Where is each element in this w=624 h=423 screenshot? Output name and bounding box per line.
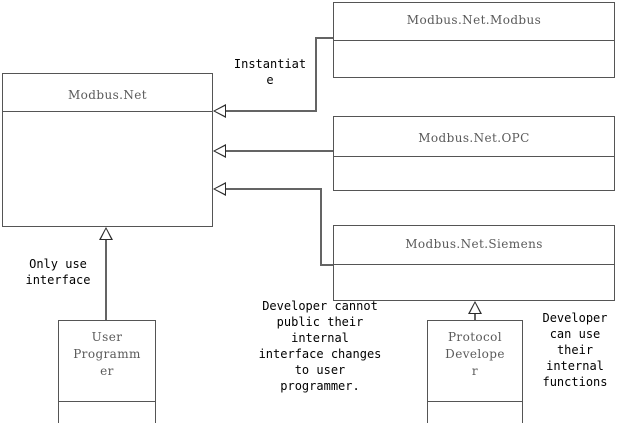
connector-modbus-segment-vert [315,37,317,112]
class-box-modbus-net-modbus-divider [334,40,614,41]
class-box-modbus-net[interactable]: Modbus.Net [2,73,213,227]
connector-modbus-segment-top [315,37,335,39]
class-box-modbus-net-siemens-label: Modbus.Net.Siemens [405,237,543,251]
arrowhead-siemens-realization [213,182,226,196]
arrowhead-modbus-realization [213,104,226,118]
class-box-modbus-net-siemens-divider [334,264,614,265]
arrowhead-protocoldeveloper-usage [468,301,482,314]
actor-box-user-programmer-label: User Programm er [73,330,141,378]
actor-box-user-programmer-divider [59,401,155,402]
note-only-use-interface: Only use interface [25,257,91,287]
actor-box-protocol-developer-label: Protocol Develope r [445,330,505,378]
class-box-modbus-net-opc[interactable]: Modbus.Net.OPC [333,116,615,191]
note-developer-can-use-internal: Developer can use their internal functio… [542,311,608,389]
actor-box-protocol-developer[interactable]: Protocol Develope r [427,320,523,423]
connector-siemens-segment-bottom [320,264,335,266]
note-developer-cannot-public: Developer cannot public their internal i… [258,299,382,393]
note-instantiate: Instantiat e [233,57,307,87]
connector-siemens-segment-top [226,188,322,190]
arrowhead-userprogrammer-usage [99,227,113,240]
actor-box-user-programmer[interactable]: User Programm er [58,320,156,423]
actor-box-protocol-developer-divider [428,401,522,402]
class-box-modbus-net-opc-label: Modbus.Net.OPC [418,131,530,145]
class-box-modbus-net-modbus[interactable]: Modbus.Net.Modbus [333,2,615,78]
connector-siemens-segment-vert [320,188,322,266]
class-box-modbus-net-label: Modbus.Net [68,88,147,102]
class-box-modbus-net-divider [3,111,212,112]
class-box-modbus-net-opc-divider [334,156,614,157]
arrowhead-opc-realization [213,144,226,158]
class-box-modbus-net-siemens[interactable]: Modbus.Net.Siemens [333,225,615,301]
connector-opc-segment [226,150,334,152]
class-box-modbus-net-modbus-label: Modbus.Net.Modbus [406,13,542,27]
connector-protocoldeveloper-segment [474,312,476,322]
connector-modbus-segment-bottom [226,110,316,112]
connector-userprogrammer-segment [105,238,107,322]
